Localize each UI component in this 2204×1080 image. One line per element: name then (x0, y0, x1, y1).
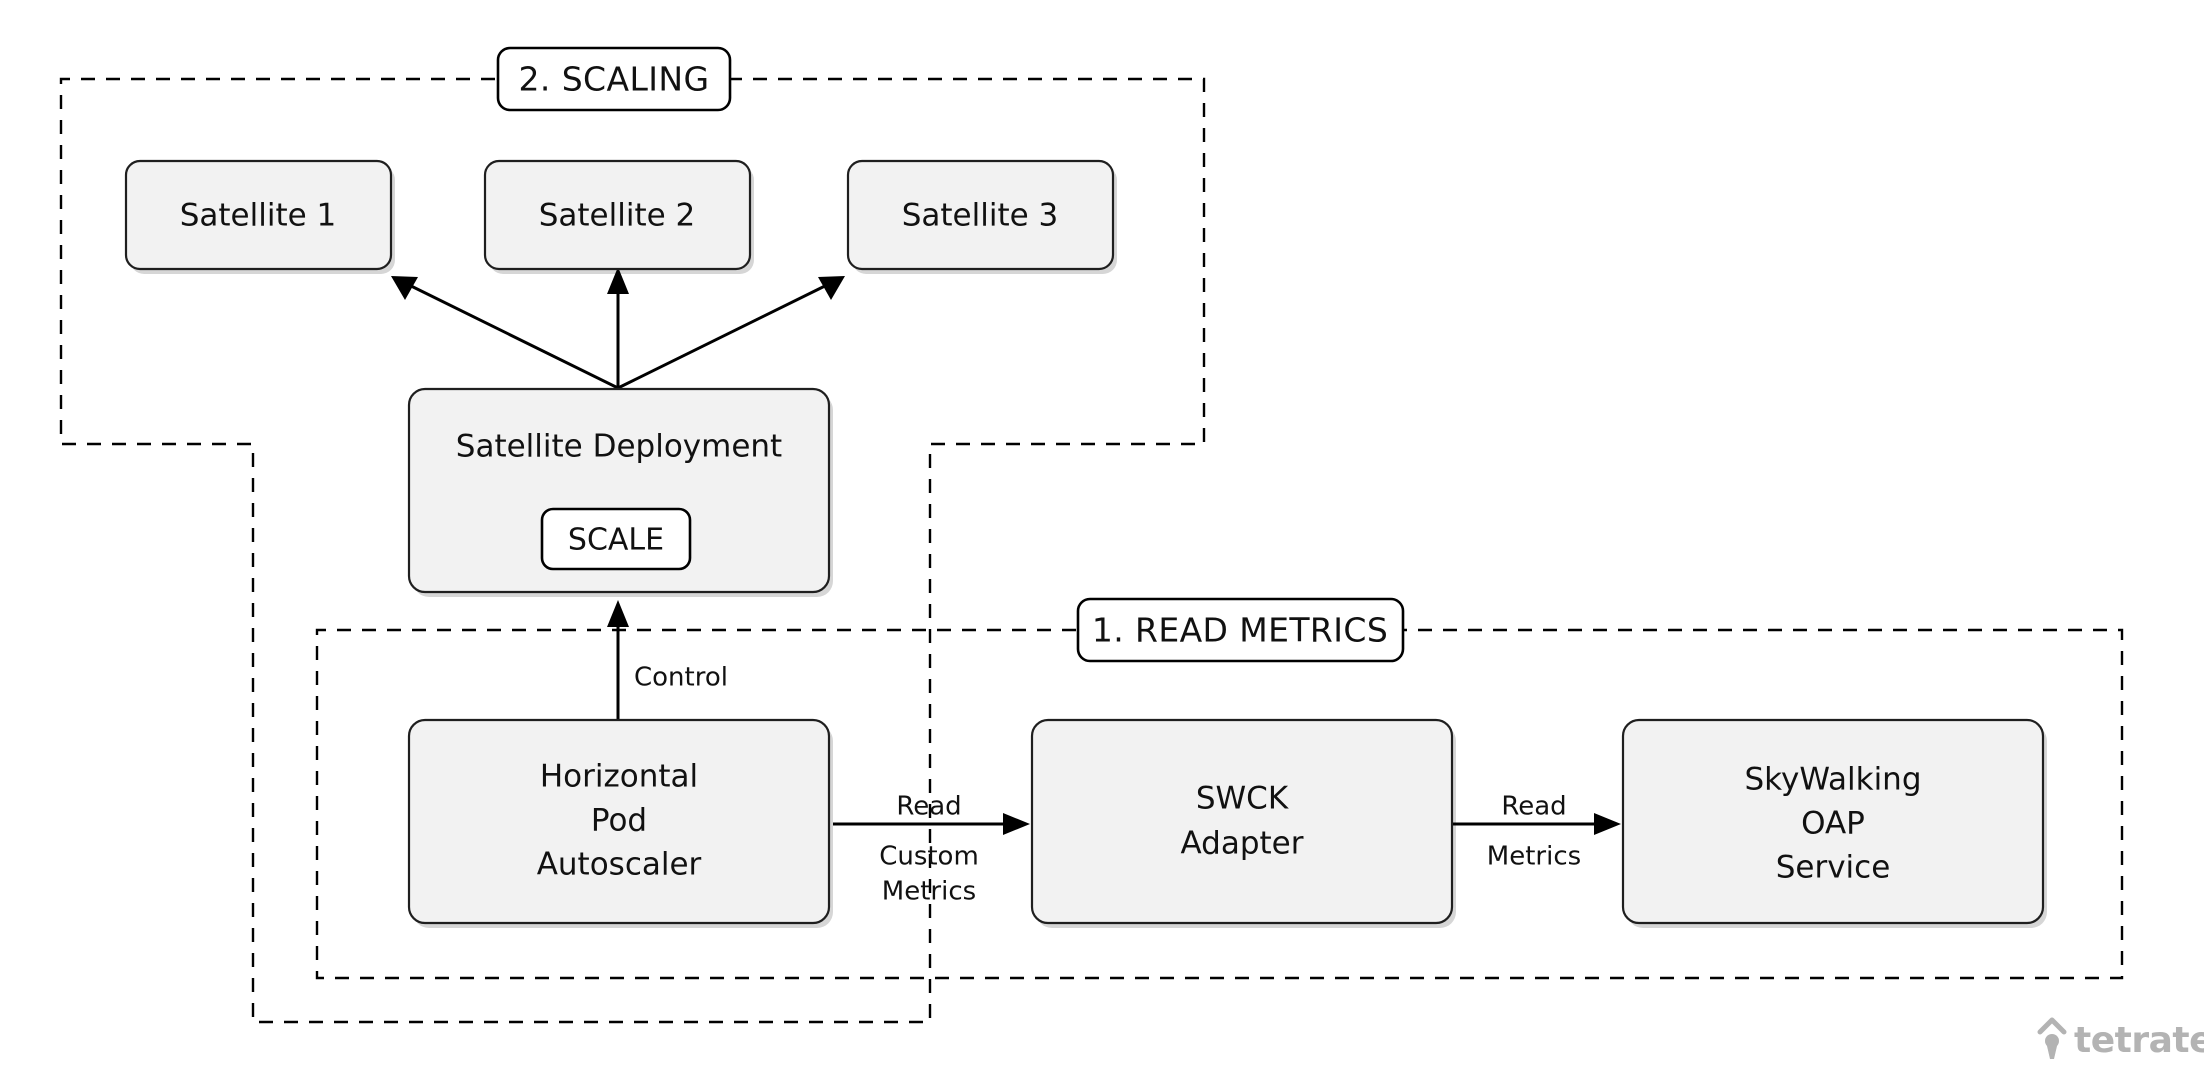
edge-label-control: Control (634, 663, 728, 693)
group-label-text: 1. READ METRICS (1092, 611, 1388, 650)
edge-deployment-to-satellite3 (617, 276, 845, 390)
group-read-metrics-border (315, 628, 2124, 980)
group-label-read-metrics: 1. READ METRICS (1076, 597, 1405, 663)
scale-badge-label: SCALE (568, 523, 664, 558)
group-label-rect (496, 46, 732, 112)
group-scaling (59, 77, 1206, 1024)
node-satellite-2[interactable]: Satellite 2 (483, 159, 754, 274)
edge-label-custom: Custom (879, 842, 979, 872)
group-read-metrics (315, 628, 2124, 980)
node-swck-adapter[interactable]: SWCK Adapter (1030, 718, 1456, 928)
node-rect (483, 159, 752, 271)
edge-label-metrics: Metrics (882, 877, 976, 907)
node-label: Satellite 3 (902, 198, 1059, 234)
node-label-line1: SWCK (1196, 781, 1289, 817)
edge-line (402, 280, 619, 390)
tetrate-wordmark: tetrate (2074, 1020, 2204, 1061)
node-rect (407, 387, 831, 594)
edge-hpa-to-adapter: Read Custom Metrics (833, 792, 1030, 907)
node-satellite-3[interactable]: Satellite 3 (846, 159, 1117, 274)
arrowhead (1003, 813, 1030, 835)
tetrate-logo: tetrate (2037, 1017, 2204, 1061)
node-label-line2: Pod (591, 803, 647, 839)
edge-line (617, 280, 834, 390)
node-satellite-deployment[interactable]: Satellite Deployment SCALE (407, 387, 833, 597)
node-rect (846, 159, 1115, 271)
edge-label-metrics-2: Metrics (1487, 842, 1581, 872)
node-label-line1: SkyWalking (1744, 762, 1921, 798)
node-rect (407, 718, 831, 925)
node-label-line2: OAP (1801, 806, 1865, 842)
node-rect (1621, 718, 2045, 925)
group-scaling-border (59, 77, 1206, 1024)
caret-stroke (2037, 1017, 2067, 1035)
arrowhead (1594, 813, 1621, 835)
node-label-line1: Horizontal (540, 759, 698, 795)
edge-label-read: Read (896, 792, 961, 822)
node-horizontal-pod-autoscaler[interactable]: Horizontal Pod Autoscaler (407, 718, 833, 928)
node-label: Satellite Deployment (456, 429, 782, 465)
group-label-rect (1076, 597, 1405, 663)
node-label-line3: Service (1776, 850, 1891, 886)
edge-label-read-2: Read (1501, 792, 1566, 822)
edge-adapter-to-oap: Read Metrics (1453, 792, 1621, 872)
arrowhead (607, 600, 629, 627)
keyhole-stem (2047, 1046, 2057, 1059)
arrowhead (391, 276, 418, 300)
edge-deployment-to-satellite2 (607, 267, 629, 388)
scale-badge-rect[interactable] (540, 507, 692, 571)
group-label-scaling: 2. SCALING (496, 46, 732, 112)
edge-deployment-to-satellite1 (391, 276, 619, 390)
node-label-line2: Adapter (1181, 826, 1304, 862)
tetrate-caret-icon (2037, 1017, 2067, 1059)
node-label: Satellite 1 (180, 198, 337, 234)
node-rect (124, 159, 393, 271)
node-rect (1030, 718, 1454, 925)
node-satellite-1[interactable]: Satellite 1 (124, 159, 395, 274)
edge-hpa-to-deployment: Control (607, 600, 728, 721)
group-label-text: 2. SCALING (519, 60, 710, 99)
node-label: Satellite 2 (539, 198, 696, 234)
node-skywalking-oap-service[interactable]: SkyWalking OAP Service (1621, 718, 2047, 928)
arrowhead (607, 267, 629, 294)
arrowhead (818, 276, 845, 300)
keyhole-circle (2045, 1034, 2059, 1048)
node-label-line3: Autoscaler (537, 847, 702, 883)
